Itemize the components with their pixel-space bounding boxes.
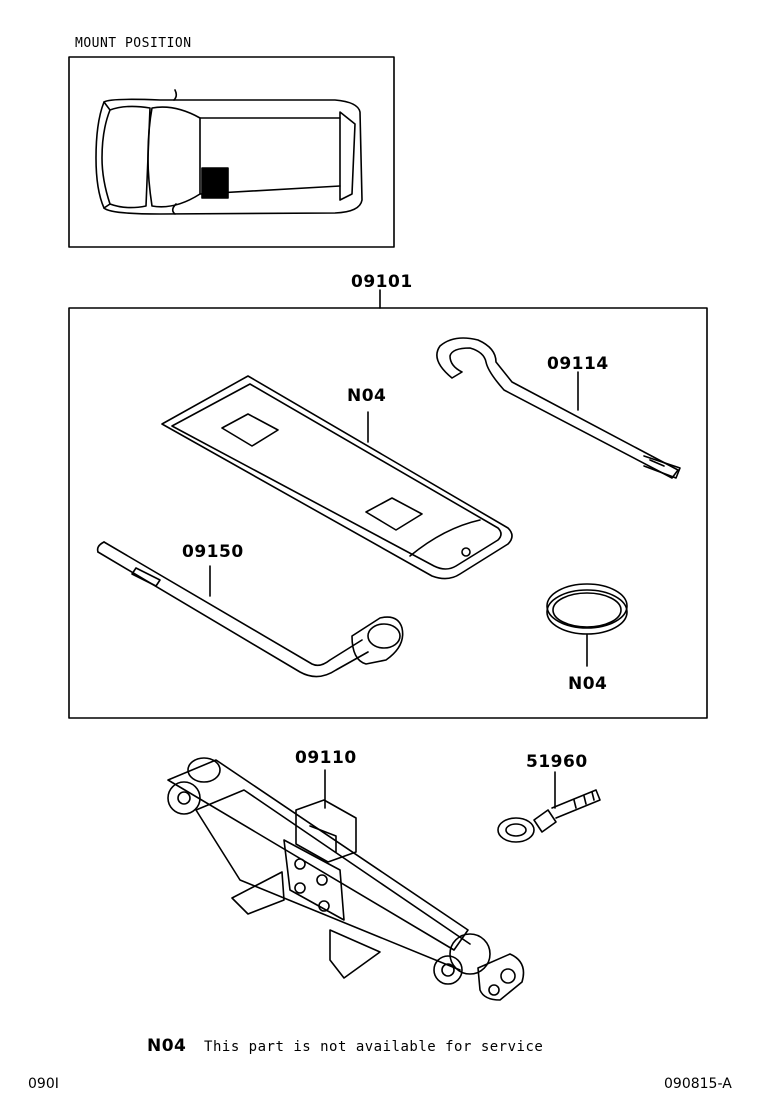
tool-bag-icon [161, 375, 513, 580]
kit-frame [68, 307, 708, 719]
mount-position-frame [68, 56, 395, 248]
part-number-kit[interactable]: 09101 [351, 272, 413, 292]
part-number-tow-eye[interactable]: 51960 [526, 752, 588, 772]
tow-eye-icon [497, 789, 601, 843]
footer-right-code: 090815-A [664, 1076, 732, 1092]
band-icon [546, 583, 628, 635]
part-number-tool-bag: N04 [347, 386, 387, 406]
mount-location-marker [201, 167, 229, 199]
car-top-view-icon [95, 89, 363, 215]
part-number-hook-rod[interactable]: 09114 [547, 354, 609, 374]
mount-position-title: MOUNT POSITION [75, 36, 192, 51]
part-number-jack[interactable]: 09110 [295, 748, 357, 768]
service-note-code: N04 [147, 1036, 187, 1056]
wheel-wrench-icon [96, 541, 404, 678]
footer-left-code: 090I [28, 1076, 59, 1092]
service-note-text: This part is not available for service [204, 1039, 544, 1055]
scissor-jack-icon [167, 757, 525, 1001]
part-number-wrench[interactable]: 09150 [182, 542, 244, 562]
service-note: N04 This part is not available for servi… [147, 1036, 543, 1056]
part-number-band: N04 [568, 674, 608, 694]
hook-rod-icon [436, 337, 681, 479]
